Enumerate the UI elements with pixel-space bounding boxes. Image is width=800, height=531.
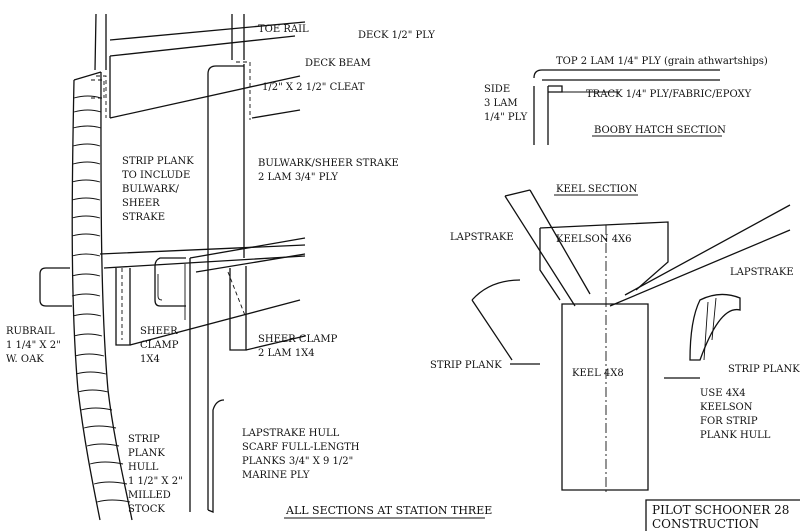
label-strip-plank-hull: STRIP PLANK HULL 1 1/2" X 2" MILLED STOC… <box>128 434 183 515</box>
lapstrake-section <box>154 14 306 513</box>
label-line: PLANK HULL <box>700 430 771 441</box>
label-line: USE 4X4 <box>700 388 746 399</box>
label-keelson: KEELSON 4X6 <box>556 234 632 245</box>
booby-hatch-section <box>533 69 720 145</box>
strip-plank-section <box>39 13 306 521</box>
label-keel-lapstrake-left: LAPSTRAKE <box>450 232 514 243</box>
label-line: SIDE <box>484 84 510 95</box>
label-line: HULL <box>128 462 159 473</box>
label-booby-top: TOP 2 LAM 1/4" PLY (grain athwartships) <box>556 56 768 67</box>
title-line: CONSTRUCTION <box>652 517 759 531</box>
label-line: PLANK <box>128 448 165 459</box>
label-line: MARINE PLY <box>242 470 310 481</box>
label-line: MILLED <box>128 490 171 501</box>
label-line: SHEER <box>140 326 178 337</box>
label-line: STRIP PLANK <box>122 156 194 167</box>
label-line: RUBRAIL <box>6 326 55 337</box>
label-line: BULWARK/SHEER STRAKE <box>258 158 399 169</box>
title-block-border <box>645 499 800 531</box>
label-lapstrake-hull: LAPSTRAKE HULL SCARF FULL-LENGTH PLANKS … <box>242 428 360 481</box>
label-sheer-clamp-right: SHEER CLAMP 2 LAM 1X4 <box>258 334 338 359</box>
label-line: 3 LAM <box>484 98 518 109</box>
label-line: 1 1/2" X 2" <box>128 476 183 487</box>
label-line: STRIP <box>128 434 160 445</box>
label-cleat: 1/2" X 2 1/2" CLEAT <box>262 82 365 93</box>
label-sheer-clamp-left: SHEER CLAMP 1X4 <box>140 326 179 365</box>
label-line: KEELSON <box>700 402 753 413</box>
title-line: PILOT SCHOONER 28 <box>652 503 789 517</box>
label-line: 1 1/4" X 2" <box>6 340 61 351</box>
label-deck-ply: DECK 1/2" PLY <box>358 30 435 41</box>
label-line: SHEER <box>122 198 160 209</box>
label-line: FOR STRIP <box>700 416 758 427</box>
label-bulwark-sheer-strake: BULWARK/SHEER STRAKE 2 LAM 3/4" PLY <box>258 158 399 183</box>
label-keel-strip-plank-right: STRIP PLANK <box>728 364 800 375</box>
label-line: STOCK <box>128 504 165 515</box>
label-line: W. OAK <box>6 354 44 365</box>
label-keel-title: KEEL SECTION <box>556 184 638 195</box>
label-booby-track: TRACK 1/4" PLY/FABRIC/EPOXY <box>586 89 752 100</box>
label-keel-strip-plank-left: STRIP PLANK <box>430 360 502 371</box>
label-booby-title: BOOBY HATCH SECTION <box>594 125 726 136</box>
label-line: LAPSTRAKE HULL <box>242 428 340 439</box>
label-line: TO INCLUDE <box>122 170 190 181</box>
label-deck-beam: DECK BEAM <box>305 58 371 69</box>
label-line: BULWARK/ <box>122 184 180 195</box>
label-keel-note: USE 4X4 KEELSON FOR STRIP PLANK HULL <box>700 388 771 441</box>
label-line: 1/4" PLY <box>484 112 528 123</box>
title-block: PILOT SCHOONER 28 CONSTRUCTION <box>652 503 789 531</box>
label-keel: KEEL 4X8 <box>572 368 624 379</box>
label-rubrail: RUBRAIL 1 1/4" X 2" W. OAK <box>6 326 61 365</box>
label-line: 2 LAM 3/4" PLY <box>258 172 338 183</box>
label-line: CLAMP <box>140 340 179 351</box>
label-line: SCARF FULL-LENGTH <box>242 442 360 453</box>
keel-section <box>471 189 791 492</box>
label-all-sections: ALL SECTIONS AT STATION THREE <box>285 504 492 517</box>
label-line: 1X4 <box>140 354 160 365</box>
label-line: PLANKS 3/4" X 9 1/2" <box>242 456 353 467</box>
label-line: SHEER CLAMP <box>258 334 338 345</box>
label-line: STRAKE <box>122 212 165 223</box>
label-keel-lapstrake-right: LAPSTRAKE <box>730 267 794 278</box>
label-toe-rail: TOE RAIL <box>258 24 309 35</box>
label-strip-plank-include: STRIP PLANK TO INCLUDE BULWARK/ SHEER ST… <box>122 156 194 223</box>
label-line: 2 LAM 1X4 <box>258 348 315 359</box>
label-booby-side: SIDE 3 LAM 1/4" PLY <box>484 84 528 123</box>
